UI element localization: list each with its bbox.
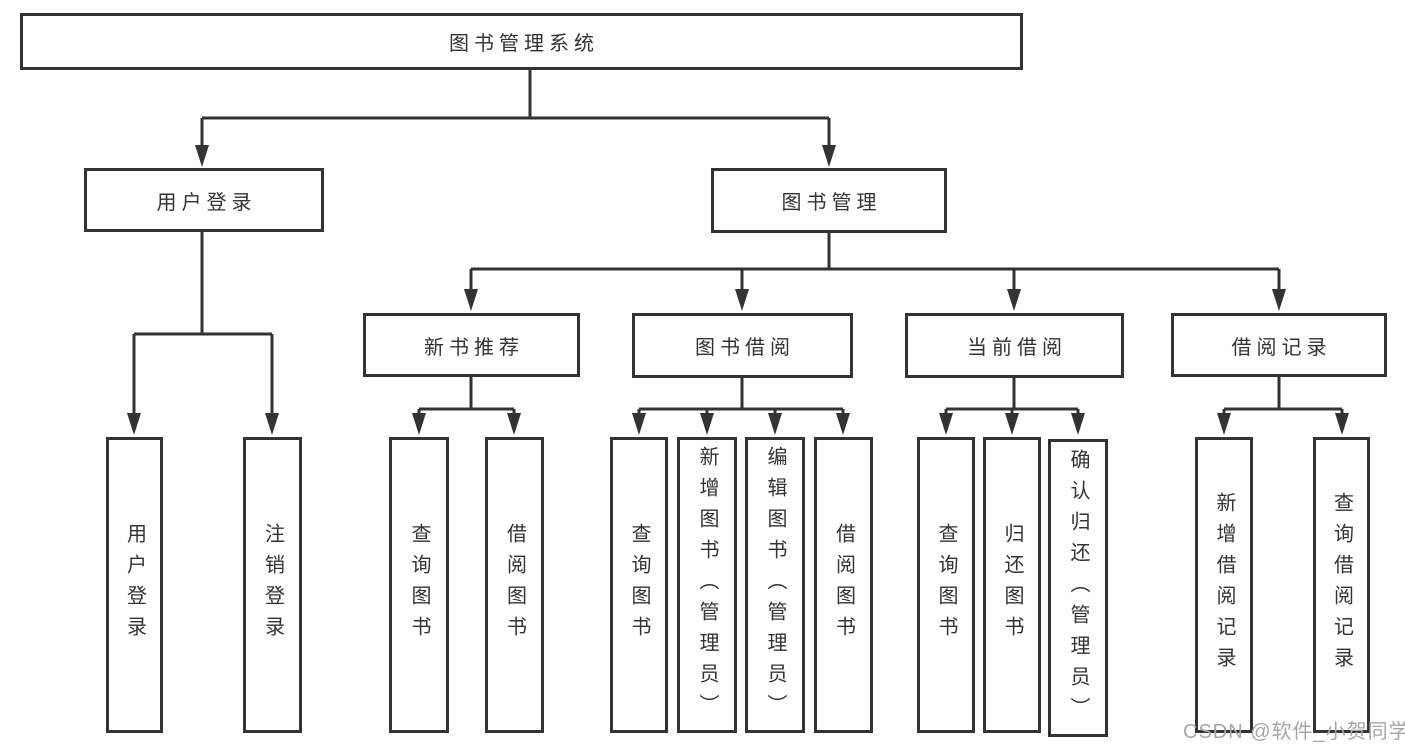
leaf-logout: 注销登录 bbox=[243, 437, 302, 733]
arrow-down-icon bbox=[822, 145, 836, 167]
arrow-down-icon bbox=[1335, 413, 1349, 435]
leaf-query-books-recommend: 查询图书 bbox=[389, 437, 449, 733]
leaf-edit-books-admin: 编辑图书（管理员） bbox=[745, 437, 805, 733]
connector-root-to-level1 bbox=[195, 70, 836, 167]
node-user-login: 用户登录 bbox=[84, 168, 324, 232]
node-borrow-records: 借阅记录 bbox=[1171, 313, 1387, 377]
csdn-watermark: CSDN @软件_小贺同学 bbox=[1183, 721, 1405, 743]
arrow-down-icon bbox=[412, 413, 426, 435]
node-book-management: 图书管理 bbox=[711, 168, 947, 233]
arrow-down-icon bbox=[127, 413, 141, 435]
arrow-down-icon bbox=[1217, 413, 1231, 435]
leaf-query-borrow-record: 查询借阅记录 bbox=[1313, 437, 1370, 733]
leaf-query-books-current: 查询图书 bbox=[917, 437, 975, 733]
leaf-borrow-books-recommend: 借阅图书 bbox=[485, 437, 544, 733]
arrow-down-icon bbox=[1272, 289, 1286, 311]
arrow-down-icon bbox=[768, 413, 782, 435]
node-book-borrow: 图书借阅 bbox=[632, 313, 853, 378]
connector-current-borrow-children bbox=[939, 378, 1085, 435]
arrow-down-icon bbox=[1005, 413, 1019, 435]
connector-new-book-children bbox=[412, 377, 521, 435]
leaf-add-borrow-record: 新增借阅记录 bbox=[1195, 437, 1253, 733]
connector-user-login-children bbox=[127, 232, 279, 435]
arrow-down-icon bbox=[507, 413, 521, 435]
connector-book-borrow-children bbox=[632, 378, 850, 435]
arrow-down-icon bbox=[464, 289, 478, 311]
arrow-down-icon bbox=[195, 145, 209, 167]
arrow-down-icon bbox=[1007, 289, 1021, 311]
leaf-add-books-admin: 新增图书（管理员） bbox=[677, 437, 737, 733]
node-new-book-recommend: 新书推荐 bbox=[363, 313, 580, 377]
arrow-down-icon bbox=[939, 413, 953, 435]
leaf-borrow-books: 借阅图书 bbox=[814, 437, 873, 733]
arrow-down-icon bbox=[1071, 413, 1085, 435]
arrow-down-icon bbox=[735, 289, 749, 311]
node-current-borrow: 当前借阅 bbox=[905, 313, 1124, 378]
connector-book-management-children bbox=[464, 233, 1286, 311]
leaf-confirm-return-admin: 确认归还（管理员） bbox=[1048, 439, 1108, 737]
arrow-down-icon bbox=[265, 413, 279, 435]
leaf-return-books: 归还图书 bbox=[983, 437, 1041, 733]
connector-borrow-records-children bbox=[1217, 377, 1349, 435]
arrow-down-icon bbox=[700, 413, 714, 435]
arrow-down-icon bbox=[632, 413, 646, 435]
leaf-query-books-borrow: 查询图书 bbox=[610, 437, 668, 733]
leaf-user-login: 用户登录 bbox=[106, 437, 163, 733]
arrow-down-icon bbox=[836, 413, 850, 435]
node-root-library-system: 图书管理系统 bbox=[20, 13, 1023, 70]
